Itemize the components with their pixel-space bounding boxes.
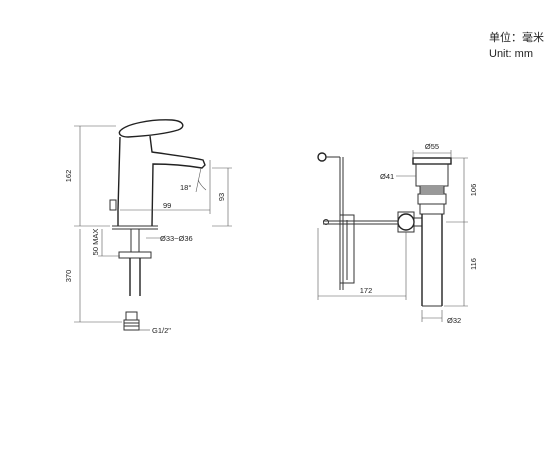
dim-tail-diameter: Ø32 [447, 316, 461, 325]
dim-99: 99 [163, 201, 171, 210]
dim-18-degree: 18° [180, 183, 191, 192]
drain-drawing: Ø55 Ø41 106 116 172 Ø32 [317, 142, 478, 325]
dim-106: 106 [469, 184, 478, 197]
pull-knob [317, 152, 327, 162]
dim-93: 93 [217, 193, 226, 201]
drain-cap [412, 157, 452, 165]
dim-body-diameter: Ø41 [380, 172, 394, 181]
mounting-nut [118, 251, 152, 259]
pivot-nut [397, 213, 415, 231]
dim-50-max: 50 MAX [91, 229, 100, 256]
dim-370: 370 [64, 270, 73, 283]
faucet-drawing: 162 370 50 MAX 99 18° 93 Ø33~Ø36 G1/2" [64, 119, 232, 335]
unit-note: 单位：毫米 Unit: mm [489, 30, 544, 62]
dim-cap-diameter: Ø55 [425, 142, 439, 151]
dim-hole-diameter: Ø33~Ø36 [160, 234, 193, 243]
dim-172: 172 [360, 286, 373, 295]
unit-note-english: Unit: mm [489, 48, 533, 60]
dim-162: 162 [64, 170, 73, 183]
faucet-lever [118, 119, 184, 138]
unit-note-chinese: 单位：毫米 [489, 32, 544, 44]
dim-116: 116 [469, 258, 478, 270]
dim-thread: G1/2" [152, 326, 171, 335]
hose-connector [125, 311, 138, 321]
faucet-body [117, 135, 206, 227]
